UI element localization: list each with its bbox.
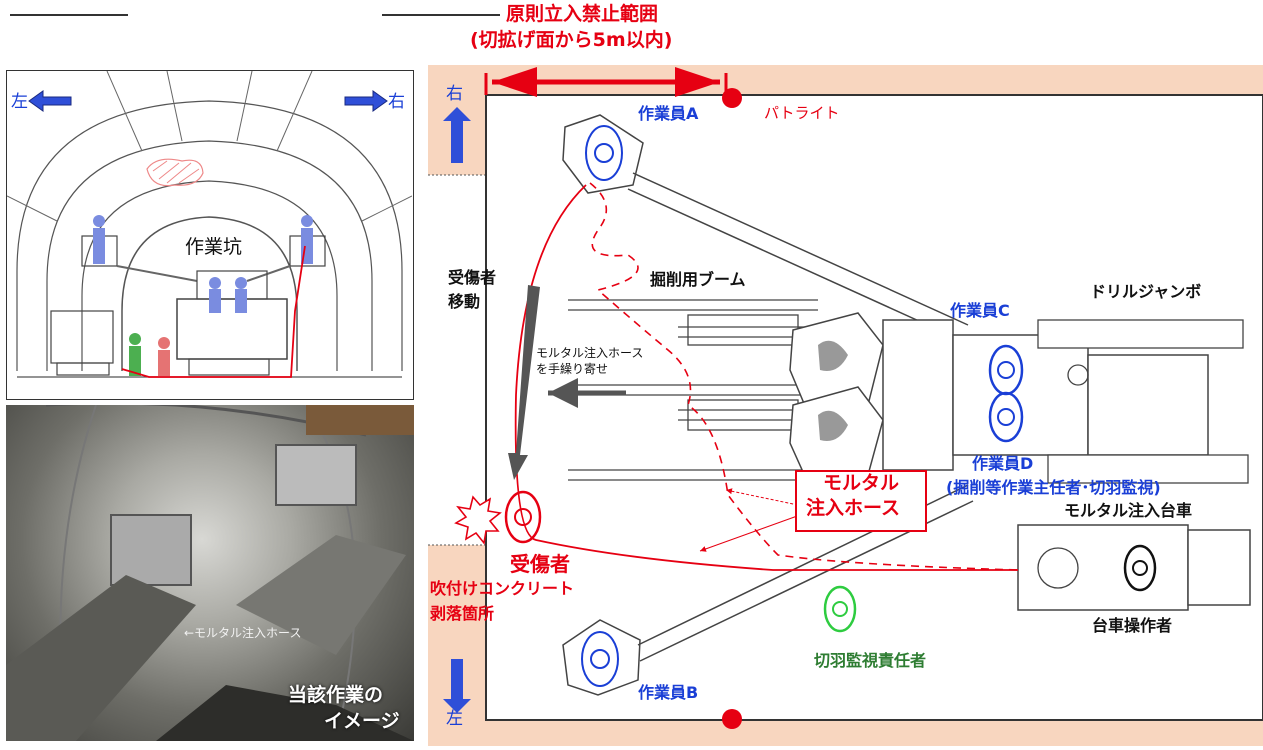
boom-label: 掘削用ブーム — [650, 270, 746, 289]
down-arrow-icon — [443, 659, 471, 713]
site-photo: ←モルタル注入ホース 当該作業の イメージ — [6, 405, 414, 741]
top-rule-left — [10, 14, 128, 16]
restricted-zone-subtitle: (切拡げ面から5m以内) — [470, 29, 673, 51]
top-rule-right — [382, 14, 500, 16]
spall-line1: 吹付けコンクリート — [430, 579, 575, 598]
photo-hose-label: ←モルタル注入ホース — [184, 626, 302, 640]
hose-line — [121, 245, 306, 378]
worker-b-label: 作業員B — [638, 683, 699, 702]
patlite-icon — [722, 88, 742, 108]
plan-view-drawing — [428, 65, 1263, 746]
left-arrow-icon — [28, 90, 72, 112]
worker-icon — [93, 215, 105, 227]
plan-right-label: 右 — [446, 84, 463, 104]
worker-d-label: 作業員D — [972, 454, 1034, 473]
worker-c-label: 作業員C — [950, 301, 1010, 320]
move-arrow-icon — [508, 285, 540, 480]
hose-pull-line2: を手繰り寄せ — [536, 362, 609, 376]
right-arrow-icon — [344, 90, 388, 112]
restricted-zone-title: 原則立入禁止範囲 — [506, 3, 659, 25]
injured-label: 受傷者 — [510, 552, 570, 576]
photo-caption-line2: イメージ — [324, 710, 400, 732]
worker-d-role: (掘削等作業主任者･切羽監視) — [946, 478, 1161, 497]
injured-move-line1: 受傷者 — [448, 268, 497, 287]
worker-icon — [301, 215, 313, 227]
hose-solid-line — [514, 184, 1018, 571]
cart-label: モルタル注入台車 — [1064, 501, 1193, 520]
spall-line2: 剥落箇所 — [430, 604, 495, 623]
cross-left-label: 左 — [11, 92, 28, 112]
hose-callout-line2: 注入ホース — [806, 497, 901, 519]
hose-dashed-line — [589, 182, 1019, 571]
work-shaft-label: 作業坑 — [185, 236, 243, 258]
face-monitor-label: 切羽監視責任者 — [814, 651, 927, 670]
up-arrow-icon — [443, 107, 471, 163]
photo-caption-line1: 当該作業の — [288, 684, 384, 706]
patlite-icon — [722, 709, 742, 729]
cross-right-label: 右 — [388, 92, 405, 112]
plan-left-label: 左 — [446, 709, 463, 729]
hose-callout-box — [795, 470, 927, 532]
plan-view: モルタル 注入ホース 右 左 作業員A 作業員B 作業員C 作業員D (掘削等作… — [428, 65, 1263, 746]
photo-illustration — [6, 405, 414, 741]
injured-move-line2: 移動 — [448, 292, 481, 311]
hose-callout-line1: モルタル — [823, 472, 900, 494]
hose-pull-line1: モルタル注入ホース — [536, 346, 644, 360]
spall-burst-icon — [454, 495, 502, 545]
worker-a-label: 作業員A — [638, 104, 699, 123]
tunnel-cross-section — [6, 70, 413, 378]
cart-operator-label: 台車操作者 — [1092, 616, 1173, 635]
drill-jumbo-label: ドリルジャンボ — [1090, 282, 1202, 301]
patlite-label: パトライト — [764, 104, 840, 122]
cross-section-panel: 左 右 作業坑 — [6, 70, 414, 400]
spall-patch-icon — [146, 158, 204, 187]
